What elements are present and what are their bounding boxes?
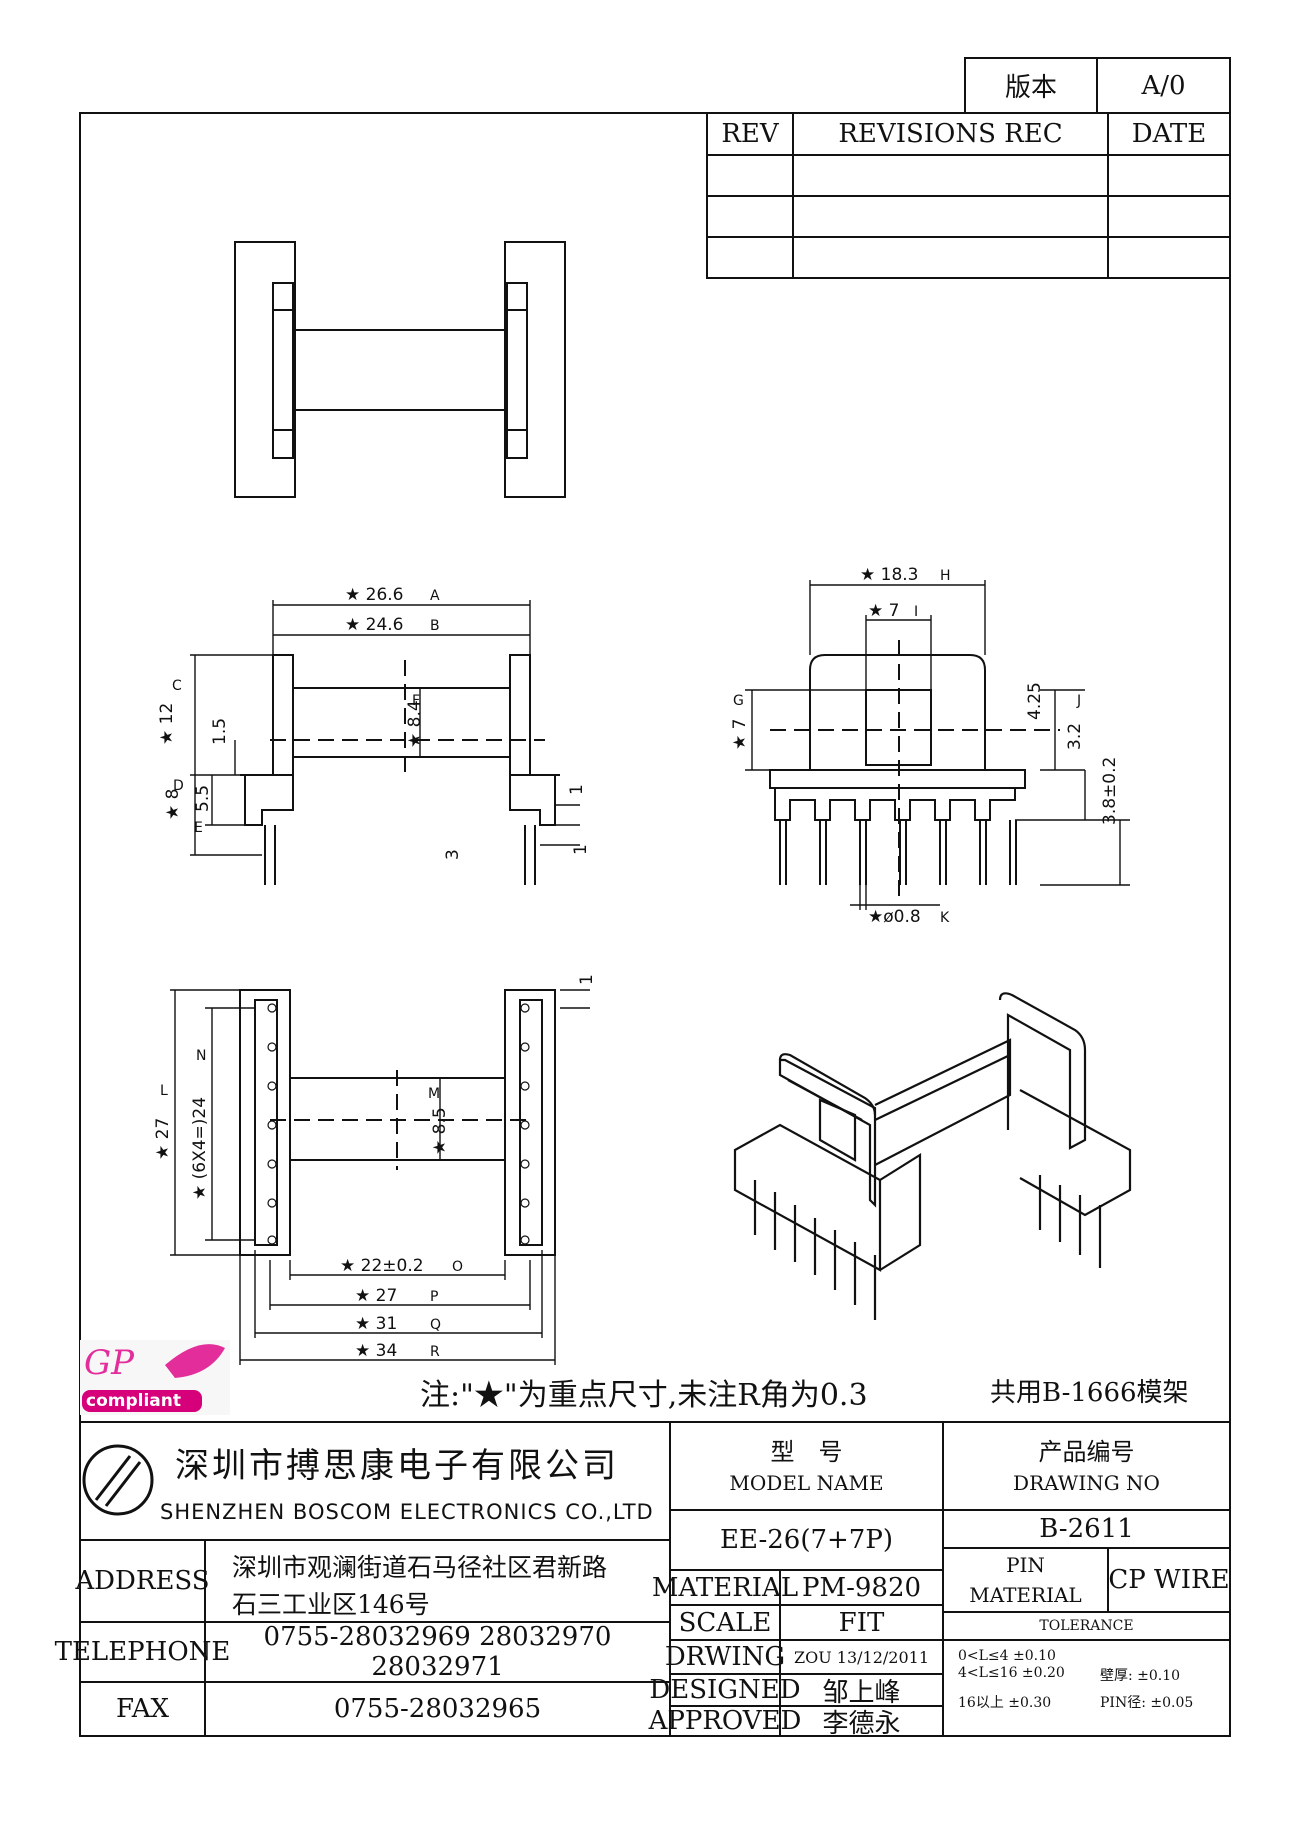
pin-material-label-1: PIN (1006, 1553, 1045, 1577)
drawing-no-value: B-2611 (1039, 1514, 1134, 1544)
dim-L-marker: L (160, 1083, 168, 1099)
pin-material-value: CP WIRE (1108, 1565, 1230, 1595)
tolerance-row-1: 0<L≤4 ±0.10 (958, 1648, 1056, 1664)
scale-label: SCALE (678, 1607, 772, 1638)
model-value: EE-26(7+7P) (720, 1525, 893, 1555)
material-value: PM-9820 (801, 1572, 922, 1603)
dim-O: ★ 22±0.2 (340, 1256, 424, 1276)
dim-E-marker: E (194, 820, 203, 836)
dim-K: ★ø0.8 (868, 907, 921, 927)
front-view (240, 654, 560, 885)
tolerance-label: TOLERANCE (1039, 1618, 1134, 1634)
dim-A-marker: A (430, 588, 440, 604)
dim-1b: 1 (571, 844, 591, 855)
dim-C-marker: C (172, 678, 182, 694)
version-value: A/0 (1141, 70, 1186, 101)
dim-H-marker: H (940, 568, 951, 584)
designed-value: 邹上峰 (822, 1677, 901, 1708)
dim-G: ★ 7 (730, 719, 750, 750)
date-col-header: DATE (1131, 119, 1207, 149)
fax-value: 0755-28032965 (333, 1694, 542, 1724)
compliant-logo-text: compliant (86, 1391, 181, 1411)
dim-I-marker: I (914, 604, 918, 620)
material-label: MATERIAL (651, 1572, 799, 1603)
bottom-view (239, 989, 556, 1256)
address-label: ADDRESS (75, 1566, 210, 1596)
telephone-value: 0755-28032969 28032970 28032971 (263, 1622, 612, 1682)
side-view (769, 640, 1060, 900)
pin-diameter-tolerance: PIN径: ±0.05 (1100, 1695, 1194, 1711)
dim-1a: 1 (567, 784, 587, 795)
dim-K-marker: K (940, 910, 950, 926)
company-logo-icon (82, 1444, 154, 1516)
company-name-cn: 深圳市搏思康电子有限公司 (175, 1446, 619, 1486)
dim-F-marker: F (412, 693, 420, 709)
scale-value: FIT (838, 1607, 885, 1638)
shared-mold-note: 共用B-1666模架 (990, 1378, 1189, 1408)
company-name-en: SHENZHEN BOSCOM ELECTRONICS CO.,LTD (160, 1500, 654, 1524)
address-line-2: 石三工业区146号 (232, 1590, 430, 1619)
dim-J: 3.2 (1065, 723, 1085, 750)
dim-O-marker: O (452, 1259, 463, 1275)
dim-E: 5.5 (193, 785, 213, 812)
tolerance-row-3: 16以上 ±0.30 (958, 1695, 1052, 1711)
dim-B: ★ 24.6 (345, 615, 404, 635)
dim-Q: ★ 31 (355, 1314, 397, 1334)
isometric-view (733, 992, 1132, 1320)
dim-I: ★ 7 (868, 601, 899, 621)
dim-D-marker: D (173, 778, 184, 794)
note-text: 注:"★"为重点尺寸,未注R角为0.3 (420, 1378, 868, 1413)
designed-label: DESIGNED (649, 1675, 801, 1705)
dim-H: ★ 18.3 (860, 565, 919, 585)
top-view (234, 241, 566, 498)
dim-N: ★ (6X4=)24 (190, 1097, 210, 1200)
dim-Q-marker: Q (430, 1317, 441, 1333)
tolerance-row-2: 4<L≤16 ±0.20 (958, 1665, 1065, 1681)
dim-P: ★ 27 (355, 1286, 397, 1306)
bottom-view-pins (267, 1003, 530, 1245)
dim-3-8: 3.8±0.2 (1100, 757, 1120, 825)
dim-3: 3 (443, 849, 463, 860)
dim-4-25: 4.25 (1025, 682, 1045, 720)
fax-label: FAX (115, 1694, 170, 1724)
dim-L: ★ 27 (153, 1118, 173, 1160)
dim-G-marker: G (733, 693, 744, 709)
rev-col-header: REV (721, 119, 779, 149)
dim-J-marker: J (1076, 693, 1081, 709)
version-label: 版本 (1004, 73, 1057, 103)
dim-B-marker: B (430, 618, 440, 634)
dim-1-5: 1.5 (210, 718, 230, 745)
dim-1c: 1 (577, 974, 597, 985)
dim-C: ★ 12 (157, 703, 177, 745)
drawing-label: DRWING (664, 1642, 786, 1672)
dim-P-marker: P (430, 1289, 438, 1305)
approved-label: APPROVED (648, 1706, 802, 1736)
drawing-by-value: ZOU 13/12/2011 (793, 1647, 930, 1667)
dim-N-marker: N (196, 1048, 206, 1064)
dim-F: ★ 8.4 (405, 700, 425, 748)
drawing-no-label-en: DRAWING NO (1013, 1471, 1160, 1495)
wall-thickness-tolerance: 壁厚: ±0.10 (1100, 1668, 1181, 1684)
gp-compliant-logo (80, 1340, 230, 1415)
model-label-cn: 型 号 (770, 1437, 843, 1466)
pin-material-label-2: MATERIAL (969, 1583, 1082, 1607)
dim-M-marker: M (428, 1086, 440, 1102)
dim-R-marker: R (430, 1344, 440, 1360)
drawing-frame (79, 112, 1231, 1737)
approved-value: 李德永 (822, 1708, 901, 1739)
dim-M: ★ 8.5 (430, 1107, 450, 1155)
drawing-no-label-cn: 产品编号 (1038, 1437, 1135, 1466)
model-label-en: MODEL NAME (729, 1471, 884, 1495)
leaf-icon (165, 1344, 225, 1378)
address-line-1: 深圳市观澜街道石马径社区君新路 (232, 1553, 608, 1582)
gp-logo-text: GP (84, 1343, 135, 1383)
revisions-col-header: REVISIONS REC (838, 119, 1063, 149)
dim-A: ★ 26.6 (345, 585, 404, 605)
telephone-label: TELEPHONE (54, 1637, 231, 1667)
dim-D: ★ 8 (163, 789, 183, 820)
dim-R: ★ 34 (355, 1341, 397, 1361)
